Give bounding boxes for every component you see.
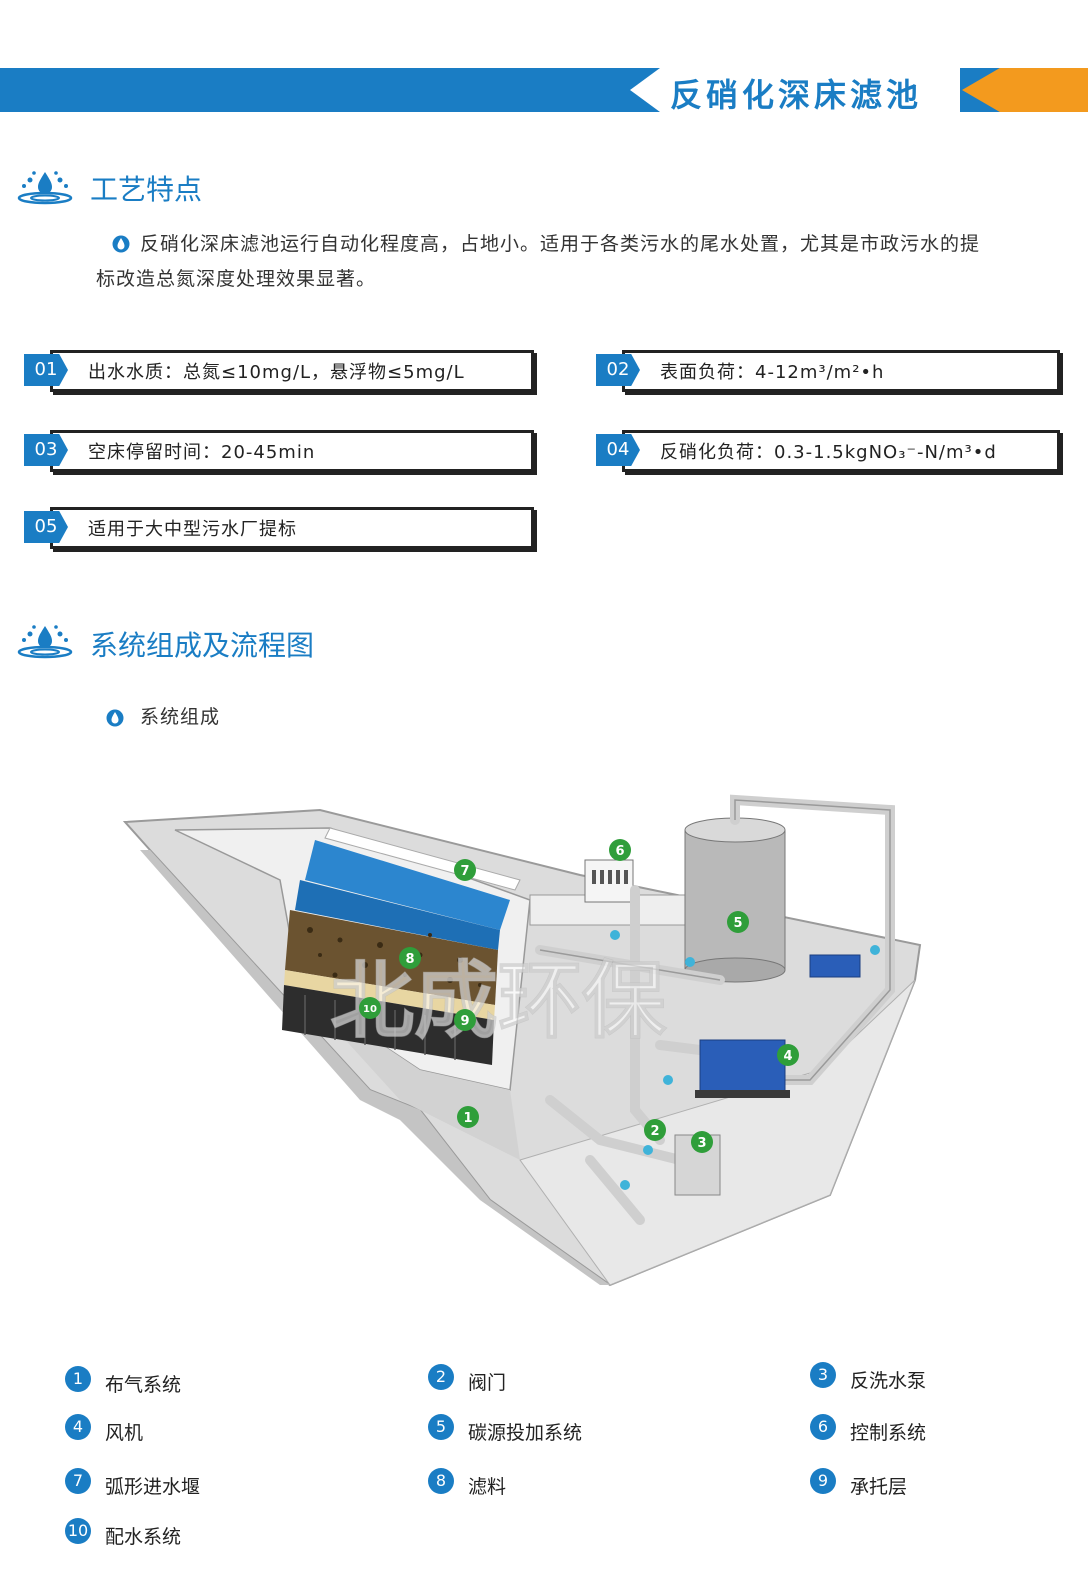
diagram-marker-10: 10 xyxy=(359,997,381,1019)
svg-text:7: 7 xyxy=(460,864,469,879)
feature-number: 02 xyxy=(596,354,640,386)
legend-number: 6 xyxy=(810,1414,836,1440)
legend-number: 2 xyxy=(428,1364,454,1390)
feature-number: 01 xyxy=(24,354,68,386)
diagram-marker-4: 4 xyxy=(777,1044,799,1066)
diagram-marker-2: 2 xyxy=(644,1119,666,1141)
legend-label: 配水系统 xyxy=(105,1526,182,1548)
diagram-marker-5: 5 xyxy=(727,911,749,933)
legend-label: 风机 xyxy=(105,1422,144,1444)
legend-label: 反洗水泵 xyxy=(850,1370,927,1392)
bullet-drop-icon xyxy=(106,709,124,727)
svg-text:1: 1 xyxy=(463,1111,472,1126)
header-title-block: 反硝化深床滤池 xyxy=(630,68,960,112)
svg-text:10: 10 xyxy=(363,1004,377,1015)
section-title-system: 系统组成及流程图 xyxy=(90,629,315,662)
svg-text:4: 4 xyxy=(783,1049,792,1064)
feature-item-03: 03 空床停留时间：20-45min xyxy=(24,430,534,472)
feature-item-04: 04 反硝化负荷：0.3-1.5kgNO₃⁻-N/m³•d xyxy=(596,430,1060,472)
feature-item-05: 05 适用于大中型污水厂提标 xyxy=(24,507,534,549)
legend-number: 1 xyxy=(65,1366,91,1392)
bullet-drop-icon xyxy=(112,235,130,253)
feature-item-01: 01 出水水质：总氮≤10mg/L，悬浮物≤5mg/L xyxy=(24,350,534,392)
water-drop-icon xyxy=(17,625,73,659)
page-title: 反硝化深床滤池 xyxy=(670,76,923,114)
feature-number: 04 xyxy=(596,434,640,466)
watermark-text: 北成环保 xyxy=(330,951,667,1050)
feature-text: 反硝化负荷：0.3-1.5kgNO₃⁻-N/m³•d xyxy=(660,442,997,463)
feature-number: 05 xyxy=(24,511,68,543)
svg-text:5: 5 xyxy=(733,916,742,931)
svg-text:2: 2 xyxy=(650,1124,659,1139)
feature-text: 出水水质：总氮≤10mg/L，悬浮物≤5mg/L xyxy=(88,362,465,383)
diagram-marker-1: 1 xyxy=(457,1106,479,1128)
diagram-marker-9: 9 xyxy=(454,1009,476,1031)
svg-text:8: 8 xyxy=(405,952,414,967)
water-drop-icon xyxy=(17,171,73,205)
diagram-marker-3: 3 xyxy=(691,1131,713,1153)
system-subtitle: 系统组成 xyxy=(140,706,221,728)
legend-label: 布气系统 xyxy=(105,1374,182,1396)
legend-label: 阀门 xyxy=(468,1372,507,1394)
diagram-marker-7: 7 xyxy=(454,859,476,881)
legend-label: 弧形进水堰 xyxy=(105,1476,201,1498)
svg-text:6: 6 xyxy=(615,844,624,859)
feature-text: 适用于大中型污水厂提标 xyxy=(88,519,297,540)
diagram-marker-6: 6 xyxy=(609,839,631,861)
legend-number: 5 xyxy=(428,1414,454,1440)
feature-item-02: 02 表面负荷：4-12m³/m²•h xyxy=(596,350,1060,392)
legend-number: 7 xyxy=(65,1468,91,1494)
legend-number: 9 xyxy=(810,1468,836,1494)
feature-text: 表面负荷：4-12m³/m²•h xyxy=(660,362,885,383)
features-paragraph-line2: 标改造总氮深度处理效果显著。 xyxy=(96,268,377,290)
feature-box xyxy=(50,350,534,392)
legend-label: 碳源投加系统 xyxy=(468,1422,583,1444)
feature-number: 03 xyxy=(24,434,68,466)
feature-box xyxy=(50,507,534,549)
svg-text:3: 3 xyxy=(697,1136,706,1151)
legend-label: 滤料 xyxy=(468,1476,507,1498)
features-paragraph-line1: 反硝化深床滤池运行自动化程度高，占地小。适用于各类污水的尾水处置，尤其是市政污水… xyxy=(140,233,981,255)
legend-label: 承托层 xyxy=(850,1476,908,1498)
legend-number: 3 xyxy=(810,1362,836,1388)
svg-text:9: 9 xyxy=(460,1014,469,1029)
filter-system-diagram: 北成环保 1 2 3 4 5 6 7 8 9 10 xyxy=(122,794,922,1287)
legend-number: 4 xyxy=(65,1414,91,1440)
diagram-marker-8: 8 xyxy=(399,947,421,969)
legend-number: 10 xyxy=(65,1518,91,1544)
legend-number: 8 xyxy=(428,1468,454,1494)
section-title-features: 工艺特点 xyxy=(90,173,203,206)
legend-label: 控制系统 xyxy=(850,1422,927,1444)
feature-text: 空床停留时间：20-45min xyxy=(88,442,316,463)
